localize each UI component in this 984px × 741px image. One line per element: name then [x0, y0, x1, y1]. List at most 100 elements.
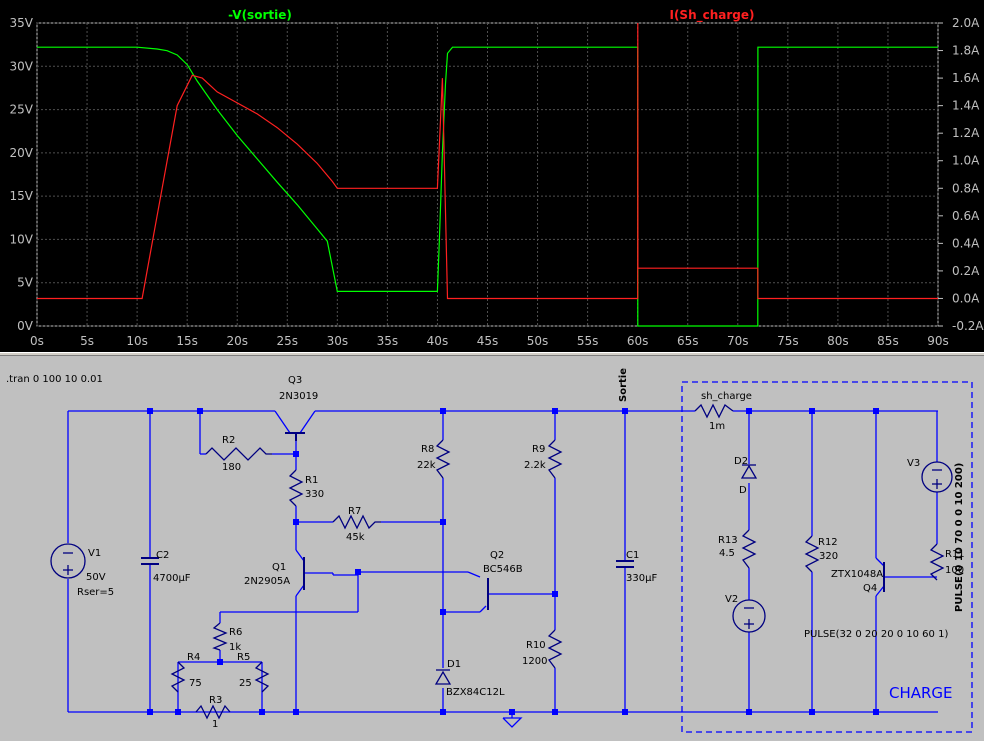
r9-value: 2.2k: [524, 460, 546, 471]
c2-value: 4700µF: [153, 573, 191, 584]
r12-name: R12: [818, 537, 838, 548]
v1-name: V1: [88, 548, 101, 559]
junction-dots: [147, 408, 879, 715]
r1-resistor: [288, 469, 304, 507]
q1-name: Q1: [272, 562, 286, 573]
plot-series: [37, 22, 938, 327]
v1-value: 50V: [86, 572, 106, 583]
shunt-name: sh_charge: [701, 391, 752, 402]
c2-name: C2: [156, 550, 169, 561]
d2-model: D: [739, 485, 747, 496]
r6-resistor: [212, 622, 228, 651]
y-left-tick-label: 5V: [17, 276, 34, 290]
r6-value: 1k: [229, 642, 241, 653]
r8-value: 22k: [417, 460, 436, 471]
x-tick-label: 0s: [30, 334, 44, 348]
r12-resistor: [804, 535, 820, 573]
q1-model: 2N2905A: [244, 576, 290, 587]
y-left-tick-label: 10V: [10, 232, 34, 246]
r11-name: R11: [945, 549, 965, 560]
x-tick-label: 30s: [327, 334, 349, 348]
r8-name: R8: [421, 444, 434, 455]
r10-value: 1200: [522, 656, 547, 667]
r10-name: R10: [526, 640, 546, 651]
series-line-voltage[interactable]: [37, 46, 938, 327]
r5-name: R5: [237, 652, 250, 663]
r3-resistor: [195, 704, 231, 720]
y-right-tick-label: 0.8A: [952, 181, 980, 195]
y-right-tick-label: 0.6A: [952, 209, 980, 223]
x-tick-label: 20s: [226, 334, 248, 348]
tran-directive[interactable]: .tran 0 100 10 0.01: [6, 374, 103, 385]
x-tick-label: 40s: [427, 334, 449, 348]
y-right-tick-label: 0.2A: [952, 264, 980, 278]
d2-name: D2: [734, 456, 748, 467]
x-tick-label: 55s: [577, 334, 599, 348]
y-left-tick-label: 25V: [10, 103, 34, 117]
x-tick-label: 50s: [527, 334, 549, 348]
r9-name: R9: [532, 444, 545, 455]
transistors: [285, 432, 885, 610]
q2-model: BC546B: [483, 564, 523, 575]
r13-value: 4.5: [719, 548, 735, 559]
trace-label-voltage[interactable]: -V(sortie): [228, 8, 292, 22]
r2-name: R2: [222, 435, 235, 446]
r12-value: 320: [819, 551, 838, 562]
x-tick-label: 65s: [677, 334, 699, 348]
d1-model: BZX84C12L: [446, 687, 505, 698]
r7-name: R7: [348, 506, 361, 517]
r13-name: R13: [718, 535, 738, 546]
r2-value: 180: [222, 462, 241, 473]
y-left-tick-label: 30V: [10, 59, 34, 73]
r10-resistor: [547, 629, 563, 669]
y-left-tick-label: 15V: [10, 189, 34, 203]
v1-rser: Rser=5: [77, 587, 114, 598]
r4-value: 75: [189, 678, 202, 689]
r1-name: R1: [305, 475, 318, 486]
r5-resistor: [254, 661, 270, 693]
r8-resistor: [435, 439, 451, 479]
pane-splitter[interactable]: [0, 352, 984, 356]
voltage-sources: [50, 461, 953, 633]
x-tick-label: 60s: [627, 334, 649, 348]
y-left-tick-label: 35V: [10, 16, 34, 30]
y-left-tick-label: 0V: [17, 319, 34, 333]
net-label-sortie[interactable]: Sortie: [618, 368, 629, 402]
y-right-tick-label: 1.2A: [952, 126, 980, 140]
capacitors: [141, 557, 634, 568]
x-tick-label: 70s: [727, 334, 749, 348]
x-tick-label: 85s: [877, 334, 899, 348]
q2-name: Q2: [490, 550, 504, 561]
schematic-canvas[interactable]: .tran 0 100 10 0.01 Sortie Q3 2N3019 R2 …: [0, 356, 984, 737]
r3-value: 1: [212, 719, 218, 730]
trace-label-current[interactable]: I(Sh_charge): [669, 8, 754, 23]
d1-name: D1: [447, 659, 461, 670]
v3-name: V3: [907, 458, 920, 469]
r6-name: R6: [229, 627, 242, 638]
series-line-current[interactable]: [37, 22, 938, 300]
q4-model: ZTX1048A: [831, 569, 883, 580]
shunt-value: 1m: [709, 421, 725, 432]
q3-name: Q3: [288, 375, 302, 386]
y-right-tick-label: 1.6A: [952, 71, 980, 85]
x-tick-label: 25s: [277, 334, 299, 348]
shunt-resistor: [694, 403, 734, 419]
r3-name: R3: [209, 695, 222, 706]
x-tick-label: 10s: [126, 334, 148, 348]
q4-name: Q4: [863, 583, 877, 594]
r13-resistor: [741, 529, 757, 569]
schematic-editor[interactable]: .tran 0 100 10 0.01 Sortie Q3 2N3019 R2 …: [0, 356, 984, 737]
v2-pulse: PULSE(32 0 20 20 0 10 60 1): [804, 629, 948, 640]
x-tick-label: 35s: [377, 334, 399, 348]
y-left-tick-label: 20V: [10, 146, 34, 160]
y-right-tick-label: 1.0A: [952, 154, 980, 168]
r7-resistor: [332, 514, 381, 530]
charge-block-label: CHARGE: [889, 684, 953, 702]
x-tick-label: 45s: [477, 334, 499, 348]
y-right-tick-label: 1.4A: [952, 99, 980, 113]
c1-value: 330µF: [626, 573, 657, 584]
charge-block-border[interactable]: [681, 381, 973, 733]
x-tick-label: 80s: [827, 334, 849, 348]
